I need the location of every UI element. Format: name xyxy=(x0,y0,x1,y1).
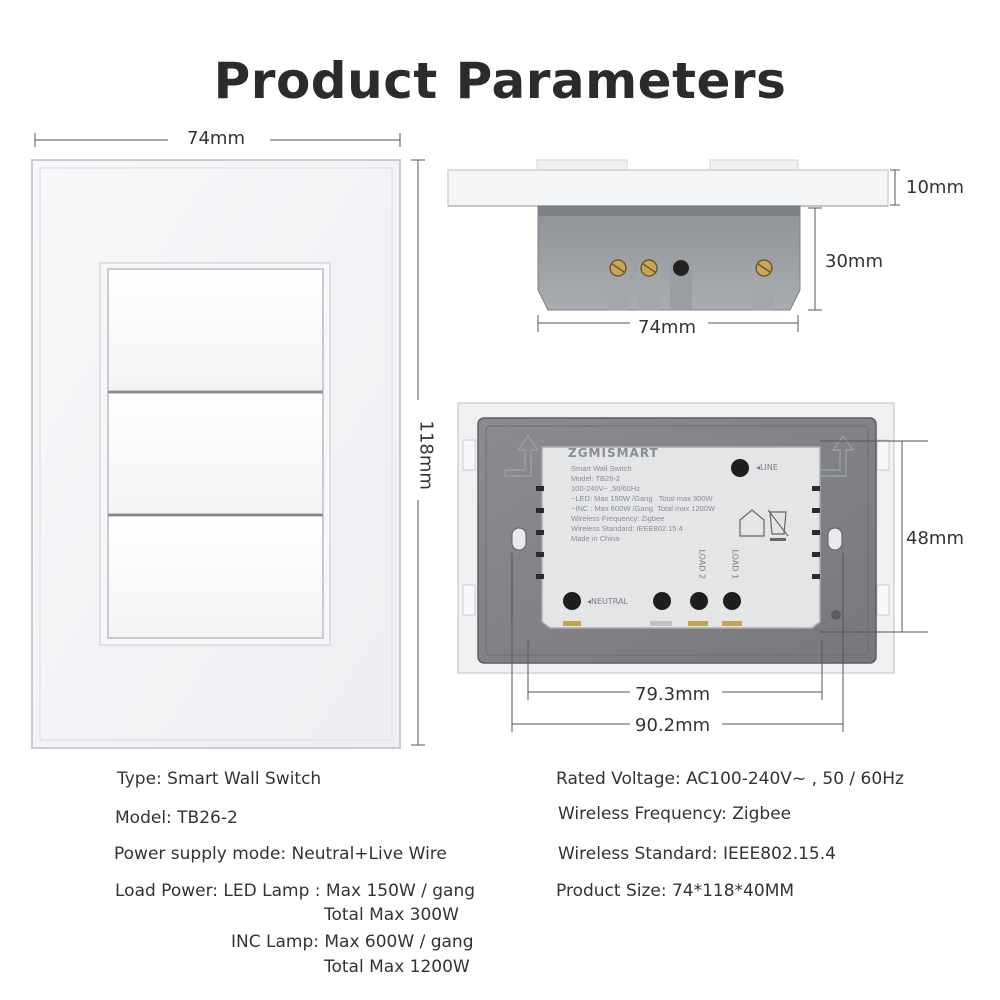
spec-load-power-inc-total: Total Max 1200W xyxy=(324,957,470,977)
load2-terminal xyxy=(690,592,708,610)
spec-rated-voltage: Rated Voltage: AC100-240V~ , 50 / 60Hz xyxy=(556,769,904,789)
unused-terminal xyxy=(653,592,671,610)
spec-wireless-standard: Wireless Standard: IEEE802.15.4 xyxy=(558,844,836,864)
load1-terminal xyxy=(723,592,741,610)
side-view xyxy=(447,159,900,332)
neutral-terminal xyxy=(563,592,581,610)
spec-load-power-inc: INC Lamp: Max 600W / gang xyxy=(231,932,474,952)
switch-button-1 xyxy=(107,268,324,392)
switch-button-2 xyxy=(107,392,324,515)
body-depth-label: 30mm xyxy=(825,251,883,272)
neutral-terminal-label: ◂NEUTRAL xyxy=(587,597,628,606)
outer-width-label: 90.2mm xyxy=(635,715,711,736)
back-view xyxy=(457,402,928,732)
front-height-label: 118mm xyxy=(415,420,437,490)
inner-width-label: 79.3mm xyxy=(635,684,711,705)
spec-wireless-frequency: Wireless Frequency: Zigbee xyxy=(558,804,792,824)
switch-button-3 xyxy=(107,515,324,639)
front-width-label: 74mm xyxy=(187,128,245,149)
line-terminal xyxy=(731,459,749,477)
module-height-label: 48mm xyxy=(906,528,964,549)
line-terminal-label: ◂LINE xyxy=(756,463,778,472)
front-view xyxy=(31,133,425,749)
module-label-text: Smart Wall Switch Model: TB26-2 100-240V… xyxy=(571,464,716,543)
spec-load-power-led-total: Total Max 300W xyxy=(324,905,459,925)
side-width-label: 74mm xyxy=(638,317,696,338)
spec-power-supply: Power supply mode: Neutral+Live Wire xyxy=(114,844,447,864)
spec-product-size: Product Size: 74*118*40MM xyxy=(556,881,795,901)
load1-terminal-label: LOAD 1 xyxy=(730,549,740,580)
plate-depth-label: 10mm xyxy=(906,177,964,198)
page-title: Product Parameters xyxy=(213,52,787,110)
spec-load-power-led: Load Power: LED Lamp : Max 150W / gang xyxy=(115,881,476,901)
spec-model: Model: TB26-2 xyxy=(115,808,238,828)
module-brand: ZGMISMART xyxy=(568,446,659,460)
load2-terminal-label: LOAD 2 xyxy=(697,549,707,580)
spec-type: Type: Smart Wall Switch xyxy=(117,769,322,789)
